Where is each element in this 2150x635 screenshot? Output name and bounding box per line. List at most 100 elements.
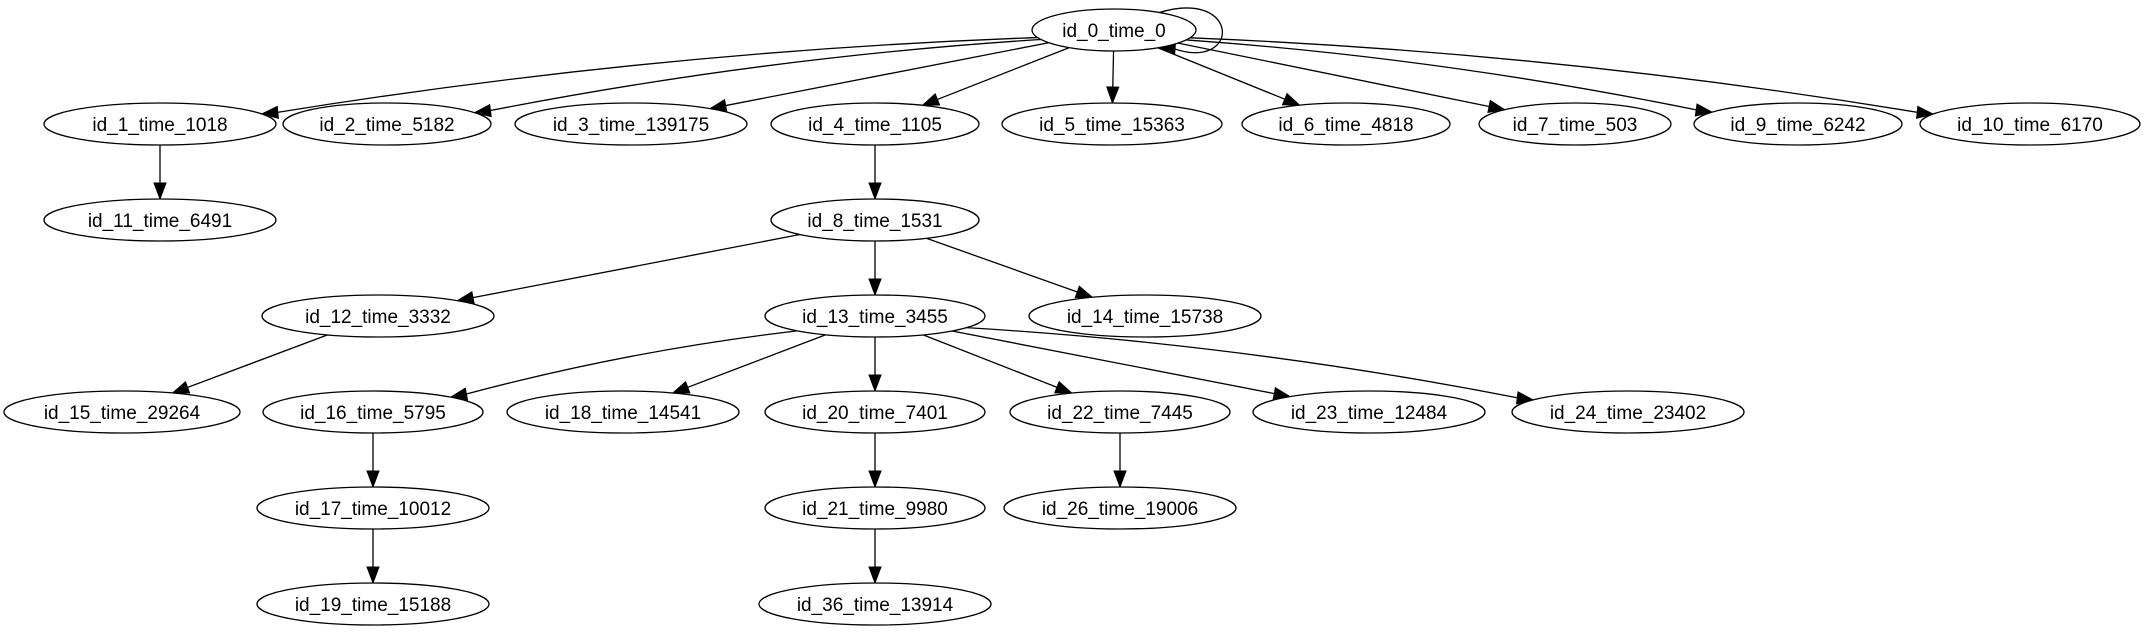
edge-n13-n22 (922, 334, 1074, 394)
node-label: id_14_time_15738 (1067, 307, 1223, 328)
arrowhead (1113, 470, 1127, 489)
arrowhead (260, 105, 279, 120)
node-n10: id_10_time_6170 (1919, 102, 2141, 146)
edge-n13-n18 (671, 334, 826, 394)
edge-n13-n20 (868, 337, 882, 393)
node-ellipse (770, 102, 980, 146)
node-ellipse (3, 390, 241, 434)
node-label: id_0_time_0 (1062, 21, 1166, 42)
edge-line (185, 334, 328, 389)
arrowhead (1106, 86, 1120, 105)
edge-n0-n7 (1178, 42, 1507, 113)
edge-line (488, 38, 1041, 112)
node-label: id_12_time_3332 (305, 307, 451, 328)
node-n11: id_11_time_6491 (43, 198, 277, 242)
node-label: id_23_time_12484 (1291, 403, 1448, 424)
node-n24: id_24_time_23402 (1511, 390, 1745, 434)
node-ellipse (43, 102, 277, 146)
edge-n0-n2 (473, 38, 1041, 118)
arrowhead (1074, 285, 1094, 299)
node-n36: id_36_time_13914 (758, 582, 992, 626)
arrowhead (921, 93, 941, 106)
edge-n13-n16 (449, 330, 798, 401)
node-ellipse (256, 582, 490, 626)
edge-line (685, 334, 826, 389)
arrowhead (868, 470, 882, 489)
node-label: id_18_time_14541 (545, 403, 701, 424)
edge-n16-n17 (366, 433, 380, 489)
edge-line (723, 42, 1049, 107)
edge-n0-n5 (1106, 50, 1120, 105)
node-n13: id_13_time_3455 (764, 294, 986, 338)
edge-line (1112, 50, 1115, 90)
edge-n13-n24 (966, 327, 1535, 405)
node-ellipse (506, 390, 740, 434)
edge-line (1178, 42, 1492, 108)
node-label: id_11_time_6491 (88, 211, 232, 232)
edge-n0-n6 (1157, 47, 1301, 106)
arrowhead (868, 182, 882, 201)
node-label: id_26_time_19006 (1042, 499, 1198, 520)
node-n15: id_15_time_29264 (3, 390, 241, 434)
node-ellipse (764, 390, 986, 434)
node-n1: id_1_time_1018 (43, 102, 277, 146)
edge-line (470, 233, 800, 299)
node-n14: id_14_time_15738 (1028, 294, 1262, 338)
node-ellipse (1028, 294, 1262, 338)
arrowhead (868, 278, 882, 297)
node-label: id_6_time_4818 (1278, 115, 1413, 136)
node-label: id_2_time_5182 (319, 115, 454, 136)
node-label: id_16_time_5795 (300, 403, 446, 424)
node-ellipse (262, 390, 484, 434)
node-n19: id_19_time_15188 (256, 582, 490, 626)
node-label: id_10_time_6170 (1957, 115, 2103, 136)
node-label: id_17_time_10012 (295, 499, 451, 520)
node-ellipse (764, 486, 986, 530)
node-n6: id_6_time_4818 (1241, 102, 1451, 146)
edge-line (951, 330, 1277, 395)
edge-line (922, 334, 1060, 389)
node-ellipse (1478, 102, 1672, 146)
edge-n1-n11 (153, 145, 167, 201)
node-label: id_22_time_7445 (1047, 403, 1193, 424)
node-ellipse (1252, 390, 1486, 434)
node-ellipse (1919, 102, 2141, 146)
node-label: id_20_time_7401 (802, 403, 948, 424)
edge-n22-n26 (1113, 433, 1127, 489)
node-label: id_4_time_1105 (808, 115, 942, 136)
node-n17: id_17_time_10012 (256, 486, 490, 530)
node-n16: id_16_time_5795 (262, 390, 484, 434)
arrowhead (366, 566, 380, 585)
node-label: id_21_time_9980 (802, 499, 948, 520)
node-label: id_5_time_15363 (1039, 115, 1185, 136)
arrowhead (1054, 380, 1074, 394)
node-label: id_7_time_503 (1513, 115, 1638, 136)
node-ellipse (1031, 8, 1197, 52)
node-ellipse (1001, 102, 1223, 146)
node-ellipse (1003, 486, 1237, 530)
node-n7: id_7_time_503 (1478, 102, 1672, 146)
node-n5: id_5_time_15363 (1001, 102, 1223, 146)
node-ellipse (261, 294, 495, 338)
edge-n8-n12 (455, 233, 800, 305)
node-label: id_9_time_6242 (1730, 115, 1865, 136)
node-label: id_24_time_23402 (1550, 403, 1706, 424)
edge-n0-n9 (1186, 39, 1714, 117)
node-ellipse (514, 102, 748, 146)
node-n4: id_4_time_1105 (770, 102, 980, 146)
edge-line (1158, 7, 1223, 54)
node-label: id_3_time_139175 (553, 115, 709, 136)
node-ellipse (764, 294, 986, 338)
node-n21: id_21_time_9980 (764, 486, 986, 530)
node-n3: id_3_time_139175 (514, 102, 748, 146)
node-n2: id_2_time_5182 (282, 102, 492, 146)
arrowhead (1281, 92, 1301, 106)
edge-n17-n19 (366, 529, 380, 585)
arrowhead (671, 380, 691, 394)
node-ellipse (770, 198, 980, 242)
arrowhead (1487, 99, 1507, 113)
edge-n20-n21 (868, 433, 882, 489)
node-ellipse (1241, 102, 1451, 146)
